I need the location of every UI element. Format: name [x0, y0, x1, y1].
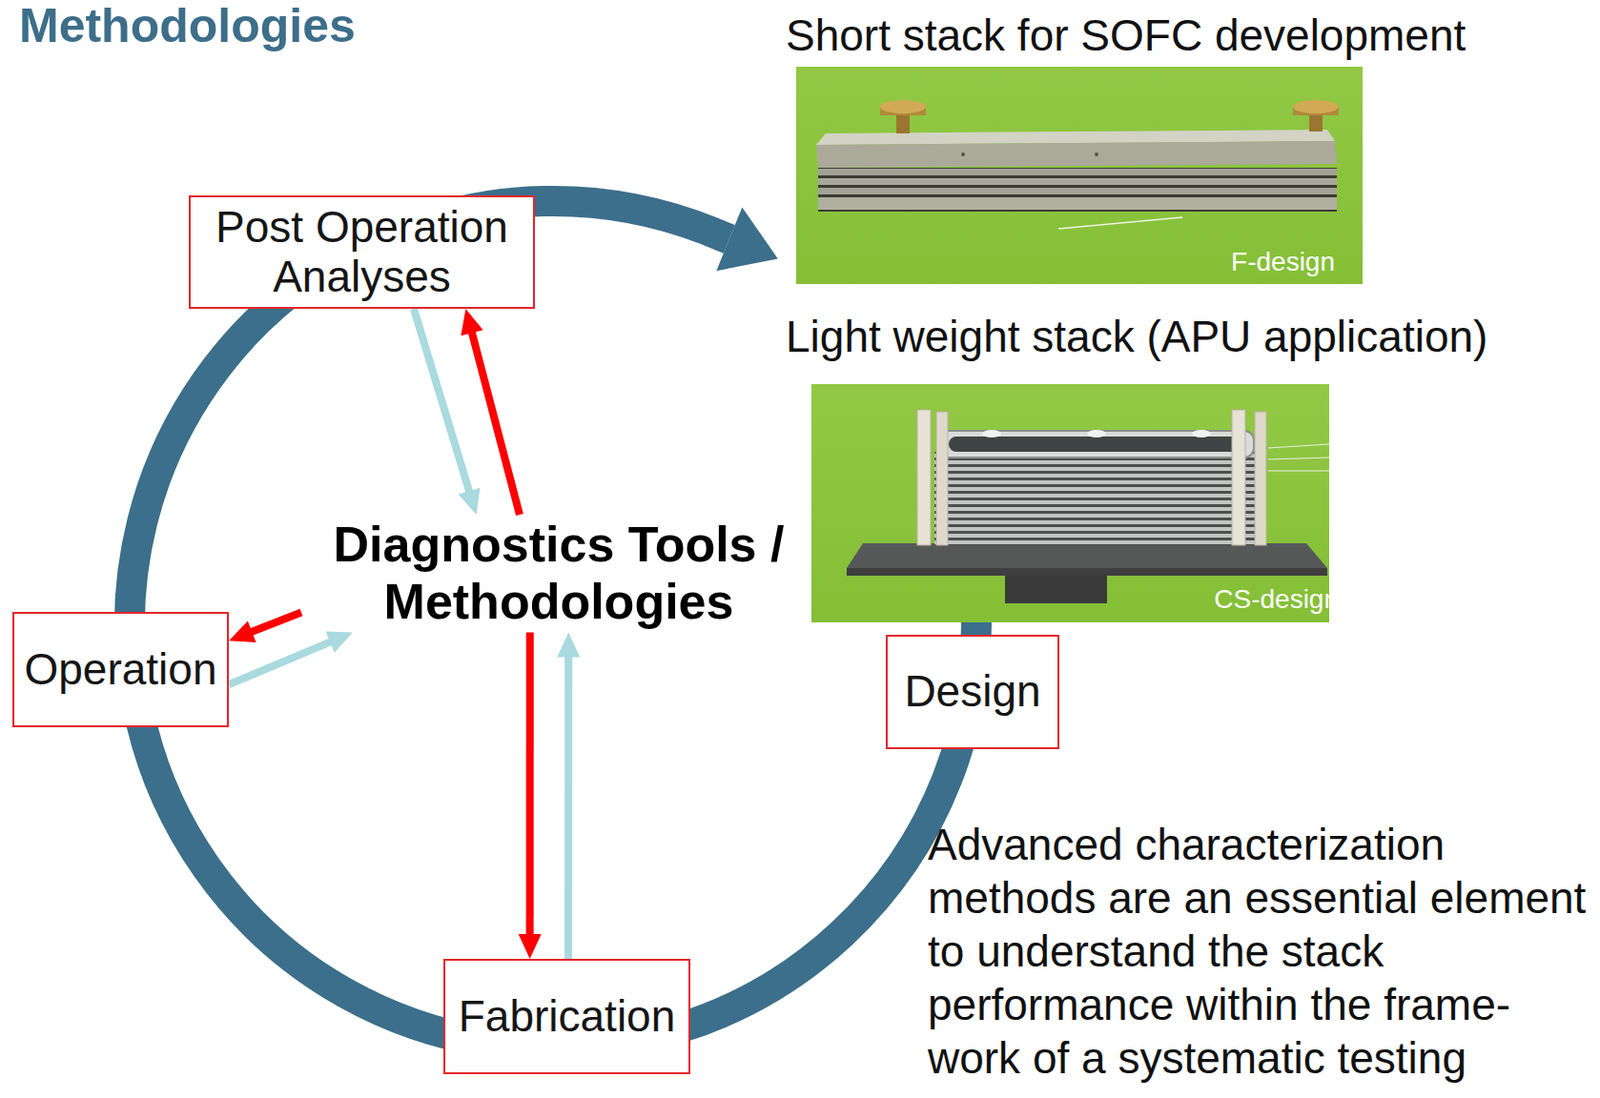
cs-design-photo-part	[917, 410, 931, 546]
cs-design-photo-part	[1191, 430, 1211, 438]
node-text: Post Operation Analyses	[200, 203, 524, 302]
cs-design-photo-part	[1268, 444, 1330, 449]
stage-box: Design	[885, 635, 1060, 750]
f-design-photo-part	[796, 66, 1363, 285]
cs-design-photo-part	[936, 411, 948, 546]
f-design-photo	[796, 66, 1363, 285]
f-design-photo-part	[816, 141, 1337, 168]
stage-box: Operation	[12, 612, 229, 728]
feedback-arrow	[460, 308, 520, 515]
arrowhead	[228, 621, 257, 643]
cs-design-photo-part	[948, 436, 1245, 452]
f-design-photo-part	[818, 178, 1337, 185]
arrow-shaft	[564, 656, 573, 960]
cs-design-photo-part	[982, 430, 1002, 438]
cs-design-photo-part	[939, 430, 1254, 458]
cs-design-photo-part	[846, 568, 1328, 576]
node-text: Design	[903, 667, 1041, 718]
arrow-shaft	[249, 613, 302, 634]
arrow-shaft	[526, 633, 534, 937]
feedback-arrow	[518, 633, 542, 960]
f-design-photo-part	[818, 167, 1337, 212]
arrow-shaft	[228, 641, 332, 685]
stage-box: Fabrication	[443, 959, 691, 1075]
note-text: Advanced characterization methods are an…	[927, 818, 1596, 1086]
f-design-photo-part	[961, 152, 965, 157]
node-text: Operation	[23, 645, 217, 696]
cs-design-photo-part	[1268, 470, 1330, 472]
photo-tag: F-design	[1230, 246, 1335, 279]
central-topic: Diagnostics Tools / Methodologies	[301, 514, 817, 634]
arrow-shaft	[413, 308, 471, 493]
cs-design-photo-part	[1268, 457, 1330, 460]
cs-design-photo-part	[1231, 410, 1246, 546]
cs-design-photo-part	[1254, 411, 1267, 546]
f-design-photo-part	[896, 112, 910, 134]
node-text: Fabrication	[458, 992, 677, 1043]
slide-title: Methodologies	[19, 0, 356, 53]
arrowhead	[460, 308, 483, 336]
arrowhead	[556, 633, 580, 658]
arrowhead	[518, 934, 542, 960]
f-design-photo-part	[1094, 152, 1099, 157]
f-design-photo-part	[1292, 100, 1339, 114]
feedback-arrow	[228, 613, 302, 643]
photo-tag: CS-design	[1213, 583, 1339, 616]
f-design-photo-part	[880, 100, 926, 114]
photo-caption: Short stack for SOFC development	[785, 9, 1466, 62]
f-design-photo-part	[818, 168, 1337, 176]
f-design-photo-part	[818, 187, 1337, 195]
feedback-arrow	[556, 633, 580, 960]
arrowhead	[458, 488, 481, 515]
photo-caption: Light weight stack (APU application)	[785, 310, 1488, 364]
cs-design-photo-part	[1087, 430, 1107, 438]
cs-design-photo-part	[934, 451, 1259, 546]
arrow-shaft	[471, 330, 519, 515]
stage-box: Post Operation Analyses	[188, 195, 535, 309]
cs-design-photo-part	[846, 543, 1328, 569]
cycle-ring-arrowhead	[716, 206, 779, 271]
feedback-arrow	[228, 632, 353, 686]
f-design-photo-part	[1058, 217, 1183, 229]
f-design-photo-part	[818, 197, 1337, 210]
arrowhead	[325, 632, 353, 654]
node-text: Diagnostics Tools / Methodologies	[305, 516, 813, 632]
